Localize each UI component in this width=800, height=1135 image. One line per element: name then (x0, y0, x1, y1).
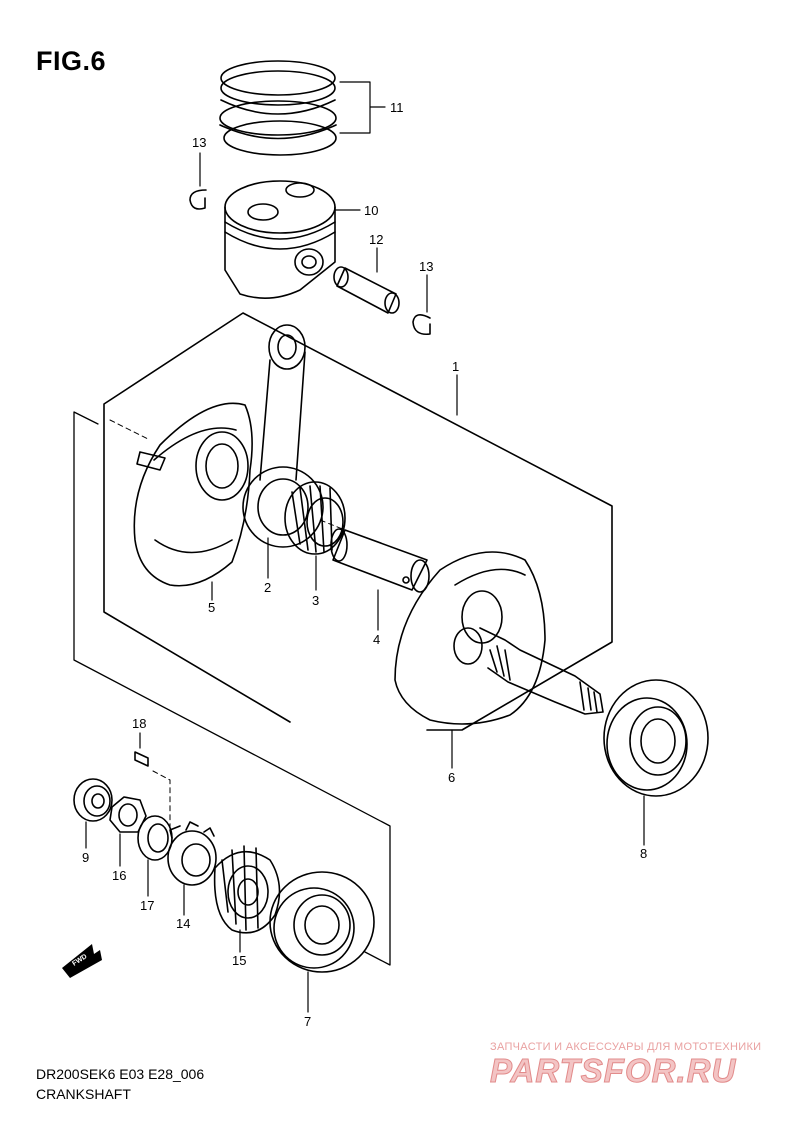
callout-13-top: 13 (192, 135, 206, 150)
watermark-tagline: ЗАПЧАСТИ И АКСЕССУАРЫ ДЛЯ МОТОТЕХНИКИ (490, 1041, 762, 1053)
callout-9: 9 (82, 850, 89, 865)
callout-7: 7 (304, 1014, 311, 1029)
lock-washer (137, 815, 173, 861)
piston-pin (333, 266, 400, 314)
callout-12: 12 (369, 232, 383, 247)
oil-seal (73, 778, 113, 822)
crankshaft-assembly-frame (103, 312, 613, 731)
callout-labels: 1 2 3 4 5 6 7 8 9 10 11 12 13 13 14 15 1… (82, 100, 647, 1029)
right-crank-web (394, 551, 604, 725)
right-main-bearing (603, 679, 709, 797)
callout-14: 14 (176, 916, 190, 931)
figure-title: FIG.6 (36, 46, 107, 76)
callout-5: 5 (208, 600, 215, 615)
piston-pin-circlip (412, 314, 431, 336)
callout-leaders (85, 81, 645, 1013)
callout-15: 15 (232, 953, 246, 968)
callout-3: 3 (312, 593, 319, 608)
callout-2: 2 (264, 580, 271, 595)
model-code: DR200SEK6 E03 E28_006 (36, 1066, 205, 1082)
callout-4: 4 (373, 632, 380, 647)
piston-pin-circlip (189, 189, 207, 210)
primary-drive-gear (213, 845, 281, 934)
assembly-centerline (109, 419, 351, 831)
callout-6: 6 (448, 770, 455, 785)
callout-11: 11 (390, 100, 404, 115)
crankpin-bearing (284, 481, 346, 555)
callout-8: 8 (640, 846, 647, 861)
left-crank-web (133, 402, 253, 587)
left-main-bearing (269, 871, 375, 973)
piston (224, 180, 336, 299)
crankshaft-assembly-outer-frame (73, 411, 391, 966)
forward-direction-arrow: FWD (62, 944, 102, 978)
callout-10: 10 (364, 203, 378, 218)
callout-17: 17 (140, 898, 154, 913)
crank-pin (330, 528, 430, 593)
callout-13-right: 13 (419, 259, 433, 274)
callout-18: 18 (132, 716, 146, 731)
watermark-logo: PARTSFOR.RU (489, 1052, 737, 1090)
connecting-rod (242, 324, 324, 548)
woodruff-key (134, 751, 149, 767)
callout-1: 1 (452, 359, 459, 374)
piston-rings (219, 60, 337, 156)
section-name: CRANKSHAFT (36, 1086, 131, 1102)
pump-drive-gear (167, 821, 217, 886)
callout-16: 16 (112, 868, 126, 883)
